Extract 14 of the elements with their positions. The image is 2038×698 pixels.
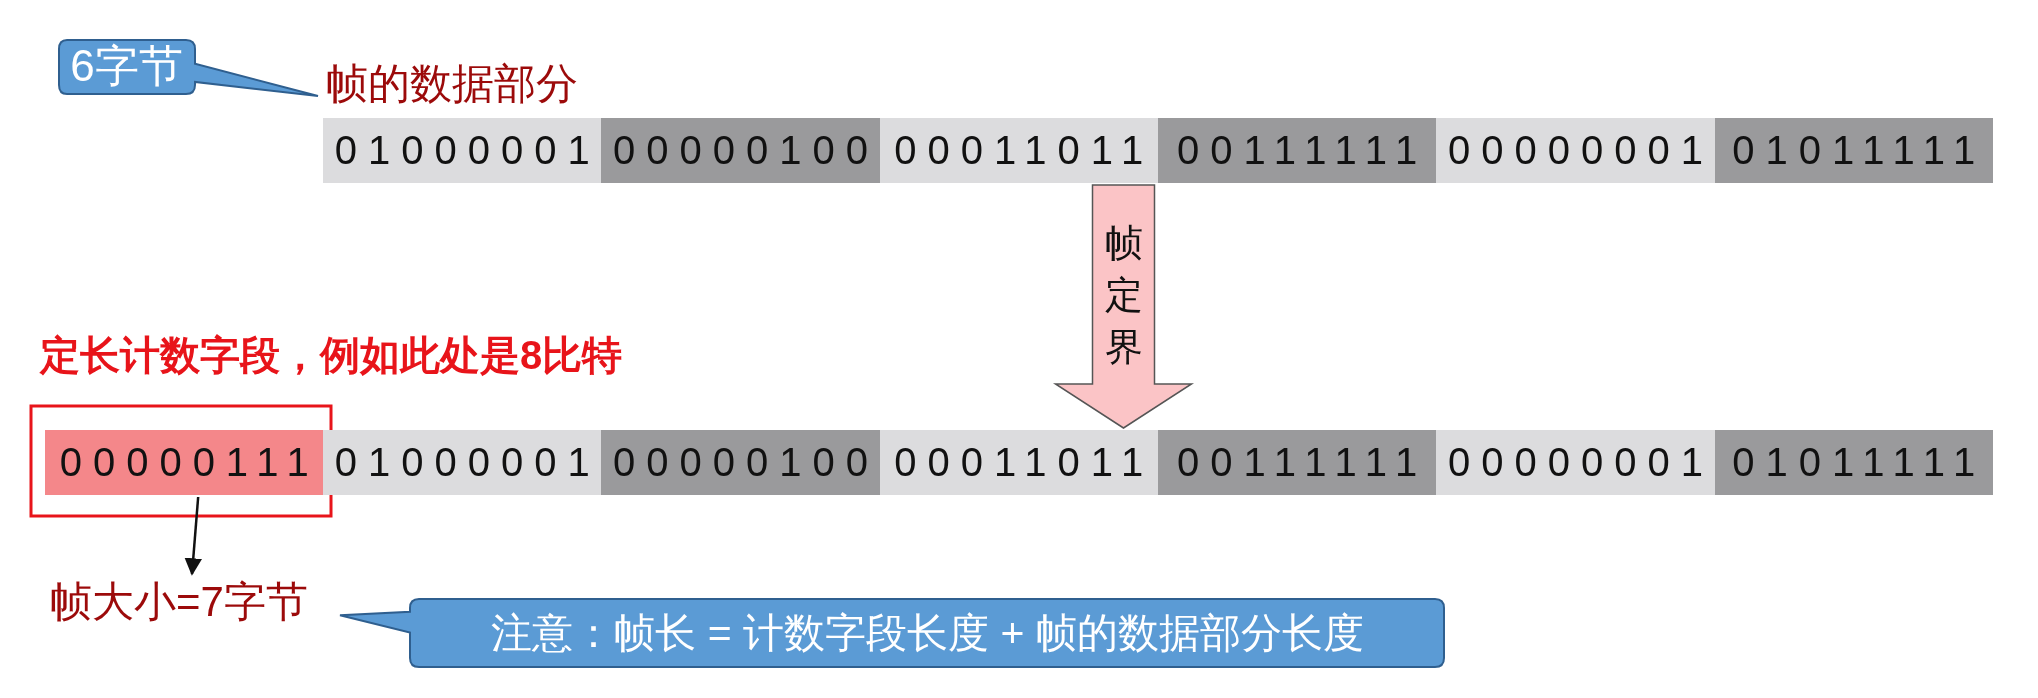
byte-cell: 00000100 bbox=[601, 118, 880, 183]
byte-cell: 01011111 bbox=[1714, 430, 1993, 495]
byte-cell: 00000100 bbox=[601, 430, 880, 495]
arrow bbox=[184, 496, 202, 576]
bit-row bbox=[45, 430, 1993, 495]
annotation-text: 帧大小=7字节 bbox=[50, 572, 330, 632]
speech-bubble: 6字节 bbox=[58, 39, 320, 99]
byte-cell: 00111111 bbox=[1158, 118, 1437, 183]
byte-cell: 01011111 bbox=[1714, 118, 1993, 183]
field-heading: 定长计数字段，例如此处是8比特 bbox=[40, 332, 623, 379]
byte-cell: 00111111 bbox=[1158, 430, 1437, 495]
count-field-cell: 00000111 bbox=[45, 430, 324, 495]
section-label: 帧的数据部分 bbox=[326, 59, 578, 109]
speech-bubble: 注意：帧长 = 计数字段长度 + 帧的数据部分长度 bbox=[338, 598, 1445, 668]
